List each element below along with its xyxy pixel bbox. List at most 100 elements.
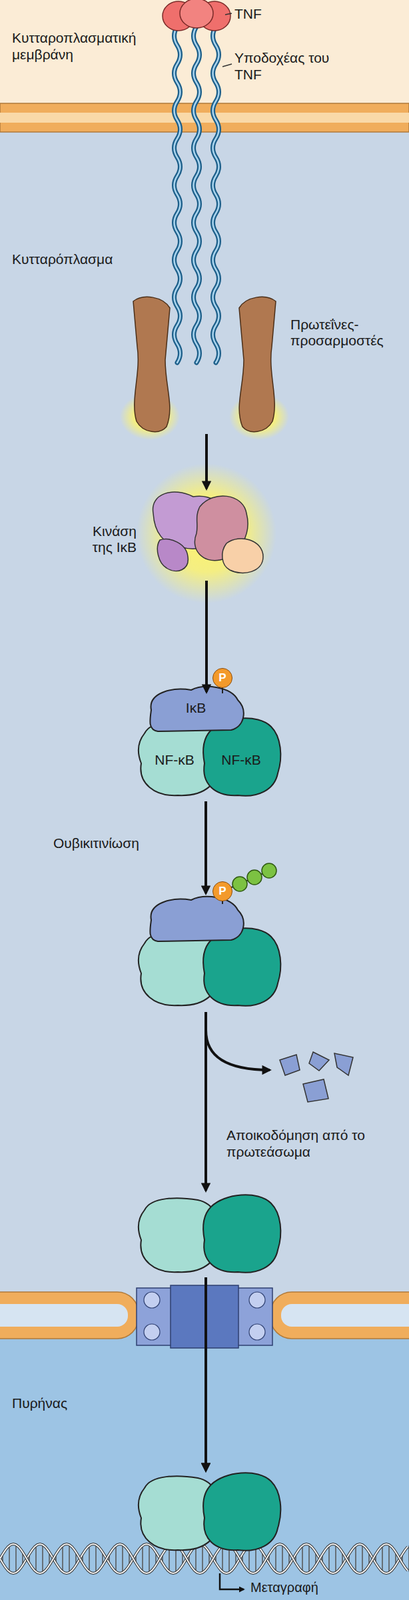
illustration-part [335, 1543, 337, 1572]
adaptor-group: Πρωτεΐνες-προσαρμοστές [123, 296, 287, 430]
illustration-part [355, 1544, 357, 1571]
illustration-part [143, 1290, 160, 1307]
ligand-label: TNF [234, 5, 288, 22]
ubiquitinated-complex [138, 895, 281, 1006]
illustration-part [204, 1276, 208, 1470]
illustration-part [0, 1542, 408, 1573]
node-heading: Κινάση της ΙκΒ [71, 522, 137, 555]
illustration-part [334, 1052, 354, 1075]
free-nfkb [138, 1193, 281, 1271]
node-text: NF-κΒ [221, 751, 262, 768]
nfkb-on-dna [138, 1471, 281, 1549]
illustration-part [203, 1193, 281, 1271]
illustration-part [275, 1544, 277, 1571]
illustration-part [361, 1543, 364, 1572]
illustration-part [143, 1322, 160, 1339]
illustration-part [381, 1544, 384, 1571]
illustration-part [0, 1542, 408, 1573]
illustration-part [203, 1471, 281, 1549]
node-text: P [218, 883, 226, 898]
node-heading: Πρωτεΐνες-προσαρμοστές [290, 316, 404, 349]
illustration-part [195, 1544, 197, 1571]
tnf-trimer [162, 0, 231, 31]
compartment-label: Κυτταρόπλασμα [11, 250, 146, 268]
illustration-part [149, 686, 244, 731]
node-text: ΙκΒ [185, 699, 206, 716]
illustration-part [95, 1543, 97, 1572]
illustration-part [0, 112, 409, 123]
illustration-part [193, 26, 200, 363]
leader-line [225, 13, 232, 15]
illustration-part [213, 26, 220, 363]
process-label: Μεταγραφή [250, 1579, 384, 1593]
illustration-part [261, 862, 277, 878]
illustration-part [201, 1543, 204, 1572]
tnf-receptor [174, 26, 220, 363]
ikb-nfkb-complex [138, 686, 281, 796]
import-arrow [204, 1276, 208, 1470]
illustration-part [0, 1542, 408, 1573]
receptor-label: Υποδοχέας του TNF [234, 49, 335, 83]
step-label: Ουβικιτινίωση [53, 833, 187, 851]
illustration-part [309, 1051, 330, 1070]
illustration-part [193, 26, 200, 363]
illustration-part [249, 1322, 266, 1339]
illustration-part [0, 103, 409, 132]
phosphate-circle: P [212, 880, 233, 901]
ikb-kinase [136, 462, 277, 603]
illustration-part [222, 538, 264, 573]
plasma-membrane [0, 103, 409, 132]
illustration-part [61, 1544, 64, 1571]
illustration-part [303, 1078, 329, 1102]
flow-arrow [205, 433, 208, 489]
illustration-part [204, 800, 208, 893]
adaptor-proteins [119, 296, 290, 440]
illustration-part [179, 0, 214, 28]
illustration-part [35, 1544, 37, 1571]
illustration-part [239, 296, 276, 431]
flow-arrow [205, 580, 208, 692]
dna-helix [0, 1542, 409, 1573]
illustration-part [301, 1544, 304, 1571]
illustration-part [270, 1290, 409, 1338]
illustration-part [213, 26, 220, 363]
illustration-part [221, 1544, 224, 1571]
compartment-label: Πυρήνας [11, 1393, 119, 1411]
illustration-part [281, 1543, 284, 1572]
illustration-part [133, 296, 170, 431]
leader-line [222, 63, 232, 67]
illustration-part [0, 1290, 139, 1338]
illustration-part [149, 895, 244, 941]
illustration-part [136, 462, 277, 603]
ubiquitin-chain [229, 862, 277, 891]
illustration-part [232, 875, 248, 891]
illustration-part [205, 1029, 270, 1070]
step-label: Αποικοδόμηση από το πρωτεάσωμα [226, 1125, 377, 1160]
illustration-part [249, 1290, 266, 1307]
illustration-part [121, 1543, 124, 1572]
illustration-part [88, 1544, 90, 1571]
nfkb-subunit: NF-κΒ [141, 742, 208, 777]
illustration-part [328, 1544, 330, 1571]
illustration-part [157, 538, 188, 571]
illustration-part [115, 1544, 117, 1571]
illustration-part [41, 1543, 44, 1572]
illustration-part [308, 1543, 310, 1572]
node-text: NF-κΒ [154, 751, 195, 768]
ikb-fragments [279, 1051, 354, 1102]
cytoplasm-ground [0, 106, 409, 1313]
illustration-part [68, 1543, 70, 1572]
ikb-protein: ΙκΒ [155, 692, 236, 723]
illustration-part [15, 1543, 17, 1572]
illustration-part [141, 1544, 144, 1571]
illustration-part [148, 1543, 150, 1572]
illustration-part [0, 1542, 408, 1573]
illustration-part [174, 26, 181, 363]
illustration-part [388, 1543, 390, 1572]
phosphate-circle: P [212, 667, 233, 688]
illustration-part [174, 26, 181, 363]
illustration-part [408, 1544, 409, 1571]
